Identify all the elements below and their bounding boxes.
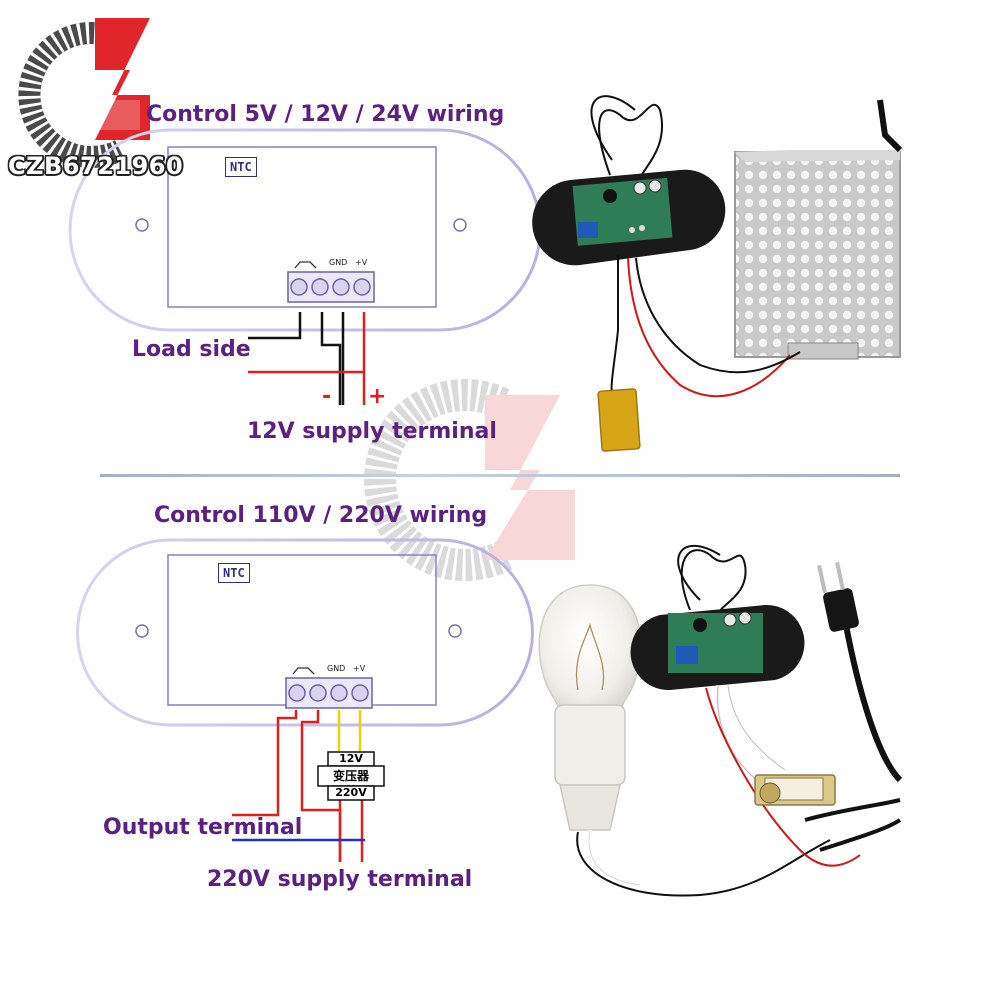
bottom-terminal-block [285, 667, 373, 709]
relay-switch-icon [292, 667, 315, 675]
minus-sign: - [322, 384, 332, 409]
bottom-wires [232, 710, 365, 862]
top-controller-outline [68, 128, 542, 332]
top-title: Control 5V / 12V / 24V wiring [146, 102, 505, 127]
bottom-supply-label: 220V supply terminal [207, 867, 473, 892]
load-side-label: Load side [132, 337, 251, 362]
top-photo [532, 95, 903, 452]
relay-switch-icon [294, 261, 317, 269]
brand-logo [18, 18, 150, 168]
bottom-photo [538, 544, 903, 897]
transformer-220v: 220V [335, 786, 367, 799]
output-terminal-label: Output terminal [103, 815, 303, 840]
section-divider [100, 474, 900, 477]
watermark-logo [364, 379, 575, 581]
bottom-ntc-label: NTC [218, 563, 250, 583]
bottom-vplus-label: +V [353, 664, 366, 673]
bottom-gnd-label: GND [327, 664, 346, 673]
brand-watermark-text: CZB6721960 [8, 152, 184, 180]
top-ntc-label: NTC [225, 157, 257, 177]
transformer-label: 变压器 [332, 769, 369, 783]
top-gnd-label: GND [329, 258, 348, 267]
top-terminal-block [287, 261, 375, 303]
bottom-title: Control 110V / 220V wiring [154, 503, 488, 528]
top-vplus-label: +V [355, 258, 368, 267]
plus-sign: + [368, 384, 387, 409]
top-supply-label: 12V supply terminal [247, 419, 497, 444]
transformer-icon [317, 751, 385, 801]
top-wires [248, 312, 366, 405]
transformer-12v: 12V [339, 752, 363, 765]
